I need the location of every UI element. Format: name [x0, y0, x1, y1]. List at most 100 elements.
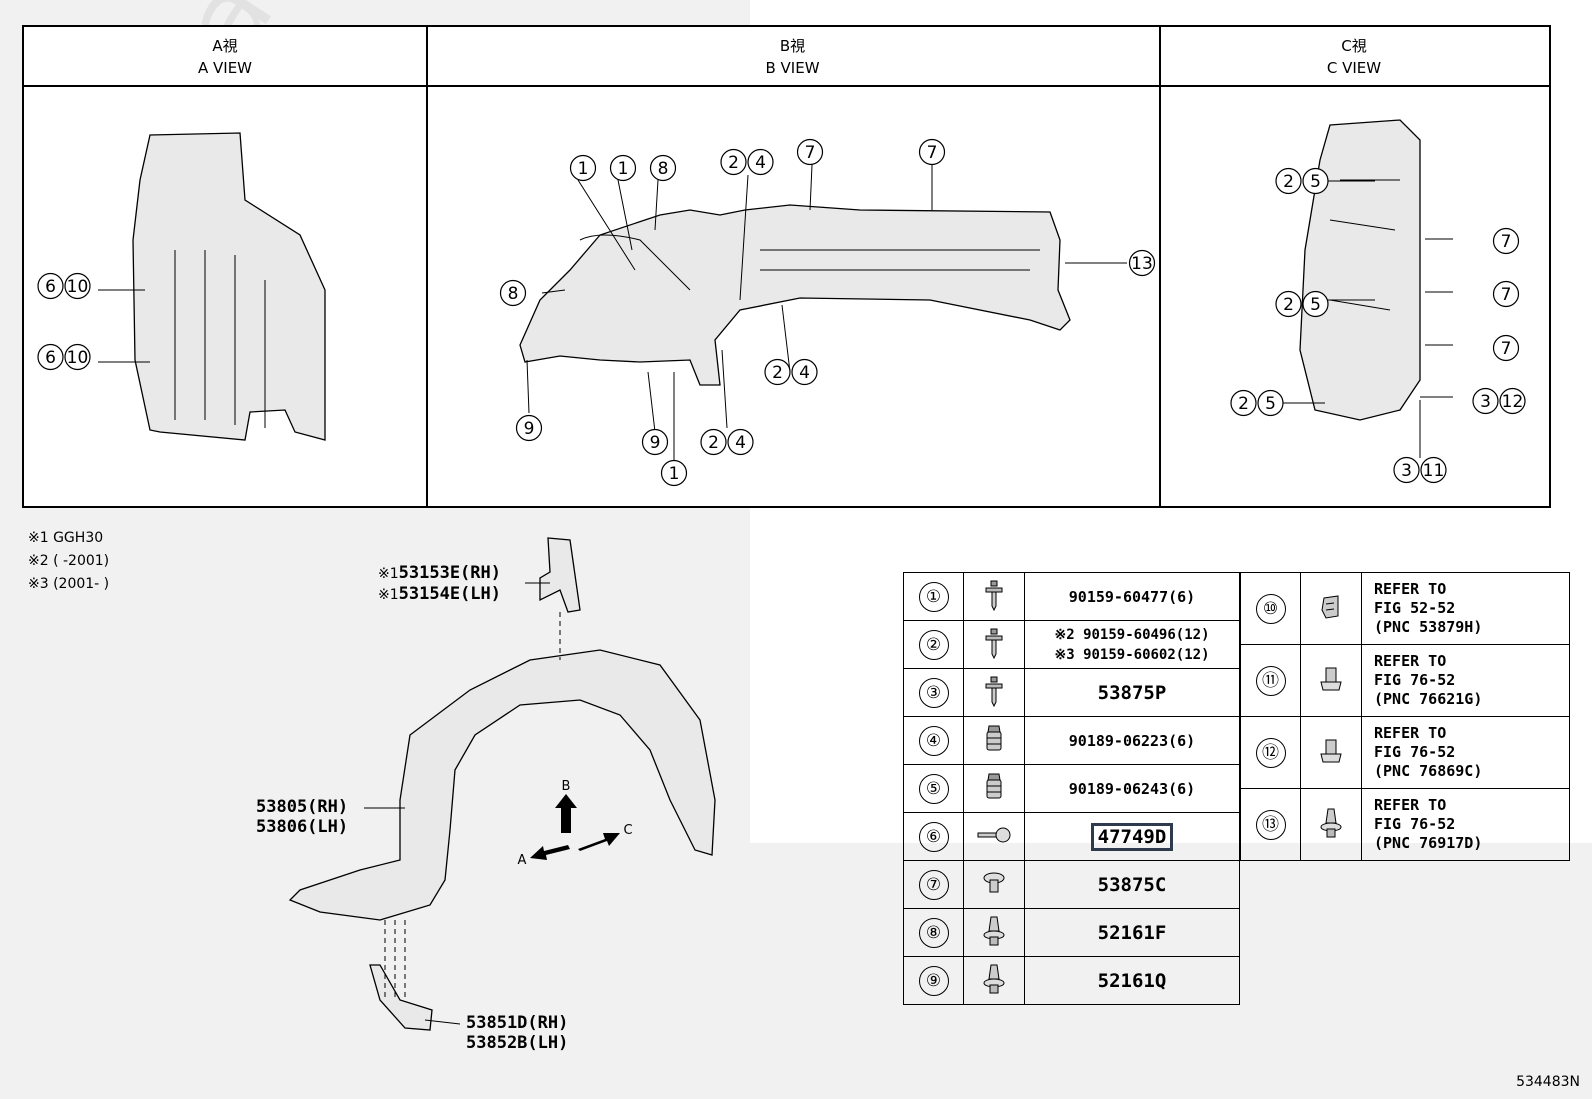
note-2: ※2 ( -2001)	[28, 553, 110, 569]
callout-circle	[1302, 167, 1329, 195]
table-row: ② ※2 90159-60496(12) ※3 90159-60602(12)	[903, 620, 1240, 669]
view-c-liner-drawing	[1299, 119, 1421, 421]
refer-line2: FIG 76-52	[1374, 743, 1456, 761]
refer-line3: (PNC 76621G)	[1374, 690, 1483, 708]
callout-circle	[1230, 389, 1257, 417]
callout-circle	[918, 138, 946, 166]
part-number-line1: ※2 90159-60496(12)	[1054, 626, 1210, 643]
callout-circle	[1275, 290, 1302, 318]
refer-line3: (PNC 53879H)	[1374, 618, 1483, 636]
push-rivet-icon	[963, 956, 1025, 1005]
callout-circle	[1302, 290, 1329, 318]
row-number: ⑬	[1255, 809, 1286, 840]
row-number: ①	[918, 581, 949, 612]
table-row: ⑨ 52161Q	[903, 956, 1240, 1005]
callout-label: 5	[1310, 172, 1321, 192]
callout-circle	[1492, 280, 1520, 308]
clip-icon	[1300, 716, 1362, 789]
highlighted-part-number[interactable]: 47749D	[1090, 822, 1174, 851]
callout-circle	[660, 459, 688, 487]
callout-circle	[791, 358, 818, 386]
arrow-a-icon	[530, 845, 570, 860]
table-row: ⑫ REFER TO FIG 76-52 (PNC 76869C)	[1240, 716, 1570, 789]
liner-lh-number: 53806(LH)	[256, 817, 349, 837]
part-number: 90189-06223(6)	[1068, 731, 1196, 750]
callout-label: 4	[735, 433, 746, 453]
table-row: ⑥ 47749D	[903, 812, 1240, 861]
callout-label: 10	[67, 277, 89, 297]
callout-circle	[720, 148, 747, 176]
part-number: 53875P	[1097, 681, 1167, 704]
callout-label: 2	[1283, 172, 1294, 192]
callout-label: 2	[1238, 394, 1249, 414]
callout-label: 2	[728, 153, 739, 173]
refer-line1: REFER TO	[1374, 796, 1447, 814]
callout-circle	[747, 148, 774, 176]
view-b-en: B VIEW	[765, 59, 820, 77]
seal-rh-number: 53851D(RH)	[466, 1013, 569, 1033]
push-rivet-icon	[963, 908, 1025, 957]
callout-circle	[569, 154, 597, 182]
callout-label: 4	[755, 153, 766, 173]
row-number: ⑪	[1255, 665, 1286, 696]
bracket-clip-icon	[1300, 572, 1362, 645]
callout-label: 7	[805, 143, 816, 163]
view-a-header: A視 A VIEW	[24, 35, 426, 79]
table-row: ⑪ REFER TO FIG 76-52 (PNC 76621G)	[1240, 644, 1570, 717]
row-number: ⑫	[1255, 737, 1286, 768]
liner-rh-number: 53805(RH)	[256, 797, 349, 817]
view-a-jp: A視	[212, 37, 238, 55]
screw-icon	[963, 668, 1025, 717]
callout-label: 2	[1283, 295, 1294, 315]
callout-circle	[515, 414, 543, 442]
callout-label: 10	[67, 348, 89, 368]
callout-label: 1	[669, 464, 680, 484]
row-number: ⑦	[918, 869, 949, 900]
view-c-header: C視 C VIEW	[1159, 35, 1549, 79]
nut-icon	[963, 716, 1025, 765]
row-number: ⑤	[918, 773, 949, 804]
bracket-rh-number: 53153E(RH)	[398, 563, 501, 583]
figure-code: 534483N	[1516, 1074, 1580, 1090]
part-number: 90189-06243(6)	[1068, 779, 1196, 798]
table-row: ③ 53875P	[903, 668, 1240, 717]
row-number: ④	[918, 725, 949, 756]
table-row: ⑦ 53875C	[903, 860, 1240, 909]
note-1: ※1 GGH30	[28, 530, 104, 546]
callout-circle	[499, 279, 527, 307]
callout-circle	[1472, 387, 1499, 415]
bracket-lh-prefix: ※1	[378, 587, 399, 603]
view-a-en: A VIEW	[197, 59, 253, 77]
callout-circle	[1393, 456, 1420, 484]
clip-icon	[1300, 644, 1362, 717]
nut-icon	[963, 764, 1025, 813]
callout-label: 2	[772, 363, 783, 383]
row-number: ⑨	[918, 965, 949, 996]
seal-label: 53851D(RH) 53852B(LH)	[466, 1013, 568, 1053]
callout-label: 2	[708, 433, 719, 453]
callout-label: 6	[45, 277, 56, 297]
callout-circle	[1128, 249, 1156, 277]
callout-label: 5	[1265, 394, 1276, 414]
callout-label: 13	[1131, 254, 1153, 274]
seal-lh-number: 53852B(LH)	[466, 1033, 569, 1053]
row-number: ③	[918, 677, 949, 708]
table-row: ① 90159-60477(6)	[903, 572, 1240, 621]
direction-arrows	[530, 794, 620, 860]
part-number: 52161Q	[1097, 969, 1167, 992]
callout-circle	[37, 343, 64, 371]
direction-b-label: B	[562, 779, 571, 794]
clip-icon	[963, 860, 1025, 909]
arrow-b-icon	[555, 794, 577, 833]
table-row: ⑩ REFER TO FIG 52-52 (PNC 53879H)	[1240, 572, 1570, 645]
direction-a-label: A	[518, 853, 527, 868]
refer-line3: (PNC 76917D)	[1374, 834, 1483, 852]
bracket-rh-prefix: ※1	[378, 566, 399, 582]
leader-lines	[98, 164, 1453, 1025]
panel-divider-1	[426, 27, 428, 506]
view-b-header: B視 B VIEW	[426, 35, 1159, 79]
view-a-liner-drawing	[132, 132, 326, 441]
callout-circle	[649, 154, 677, 182]
